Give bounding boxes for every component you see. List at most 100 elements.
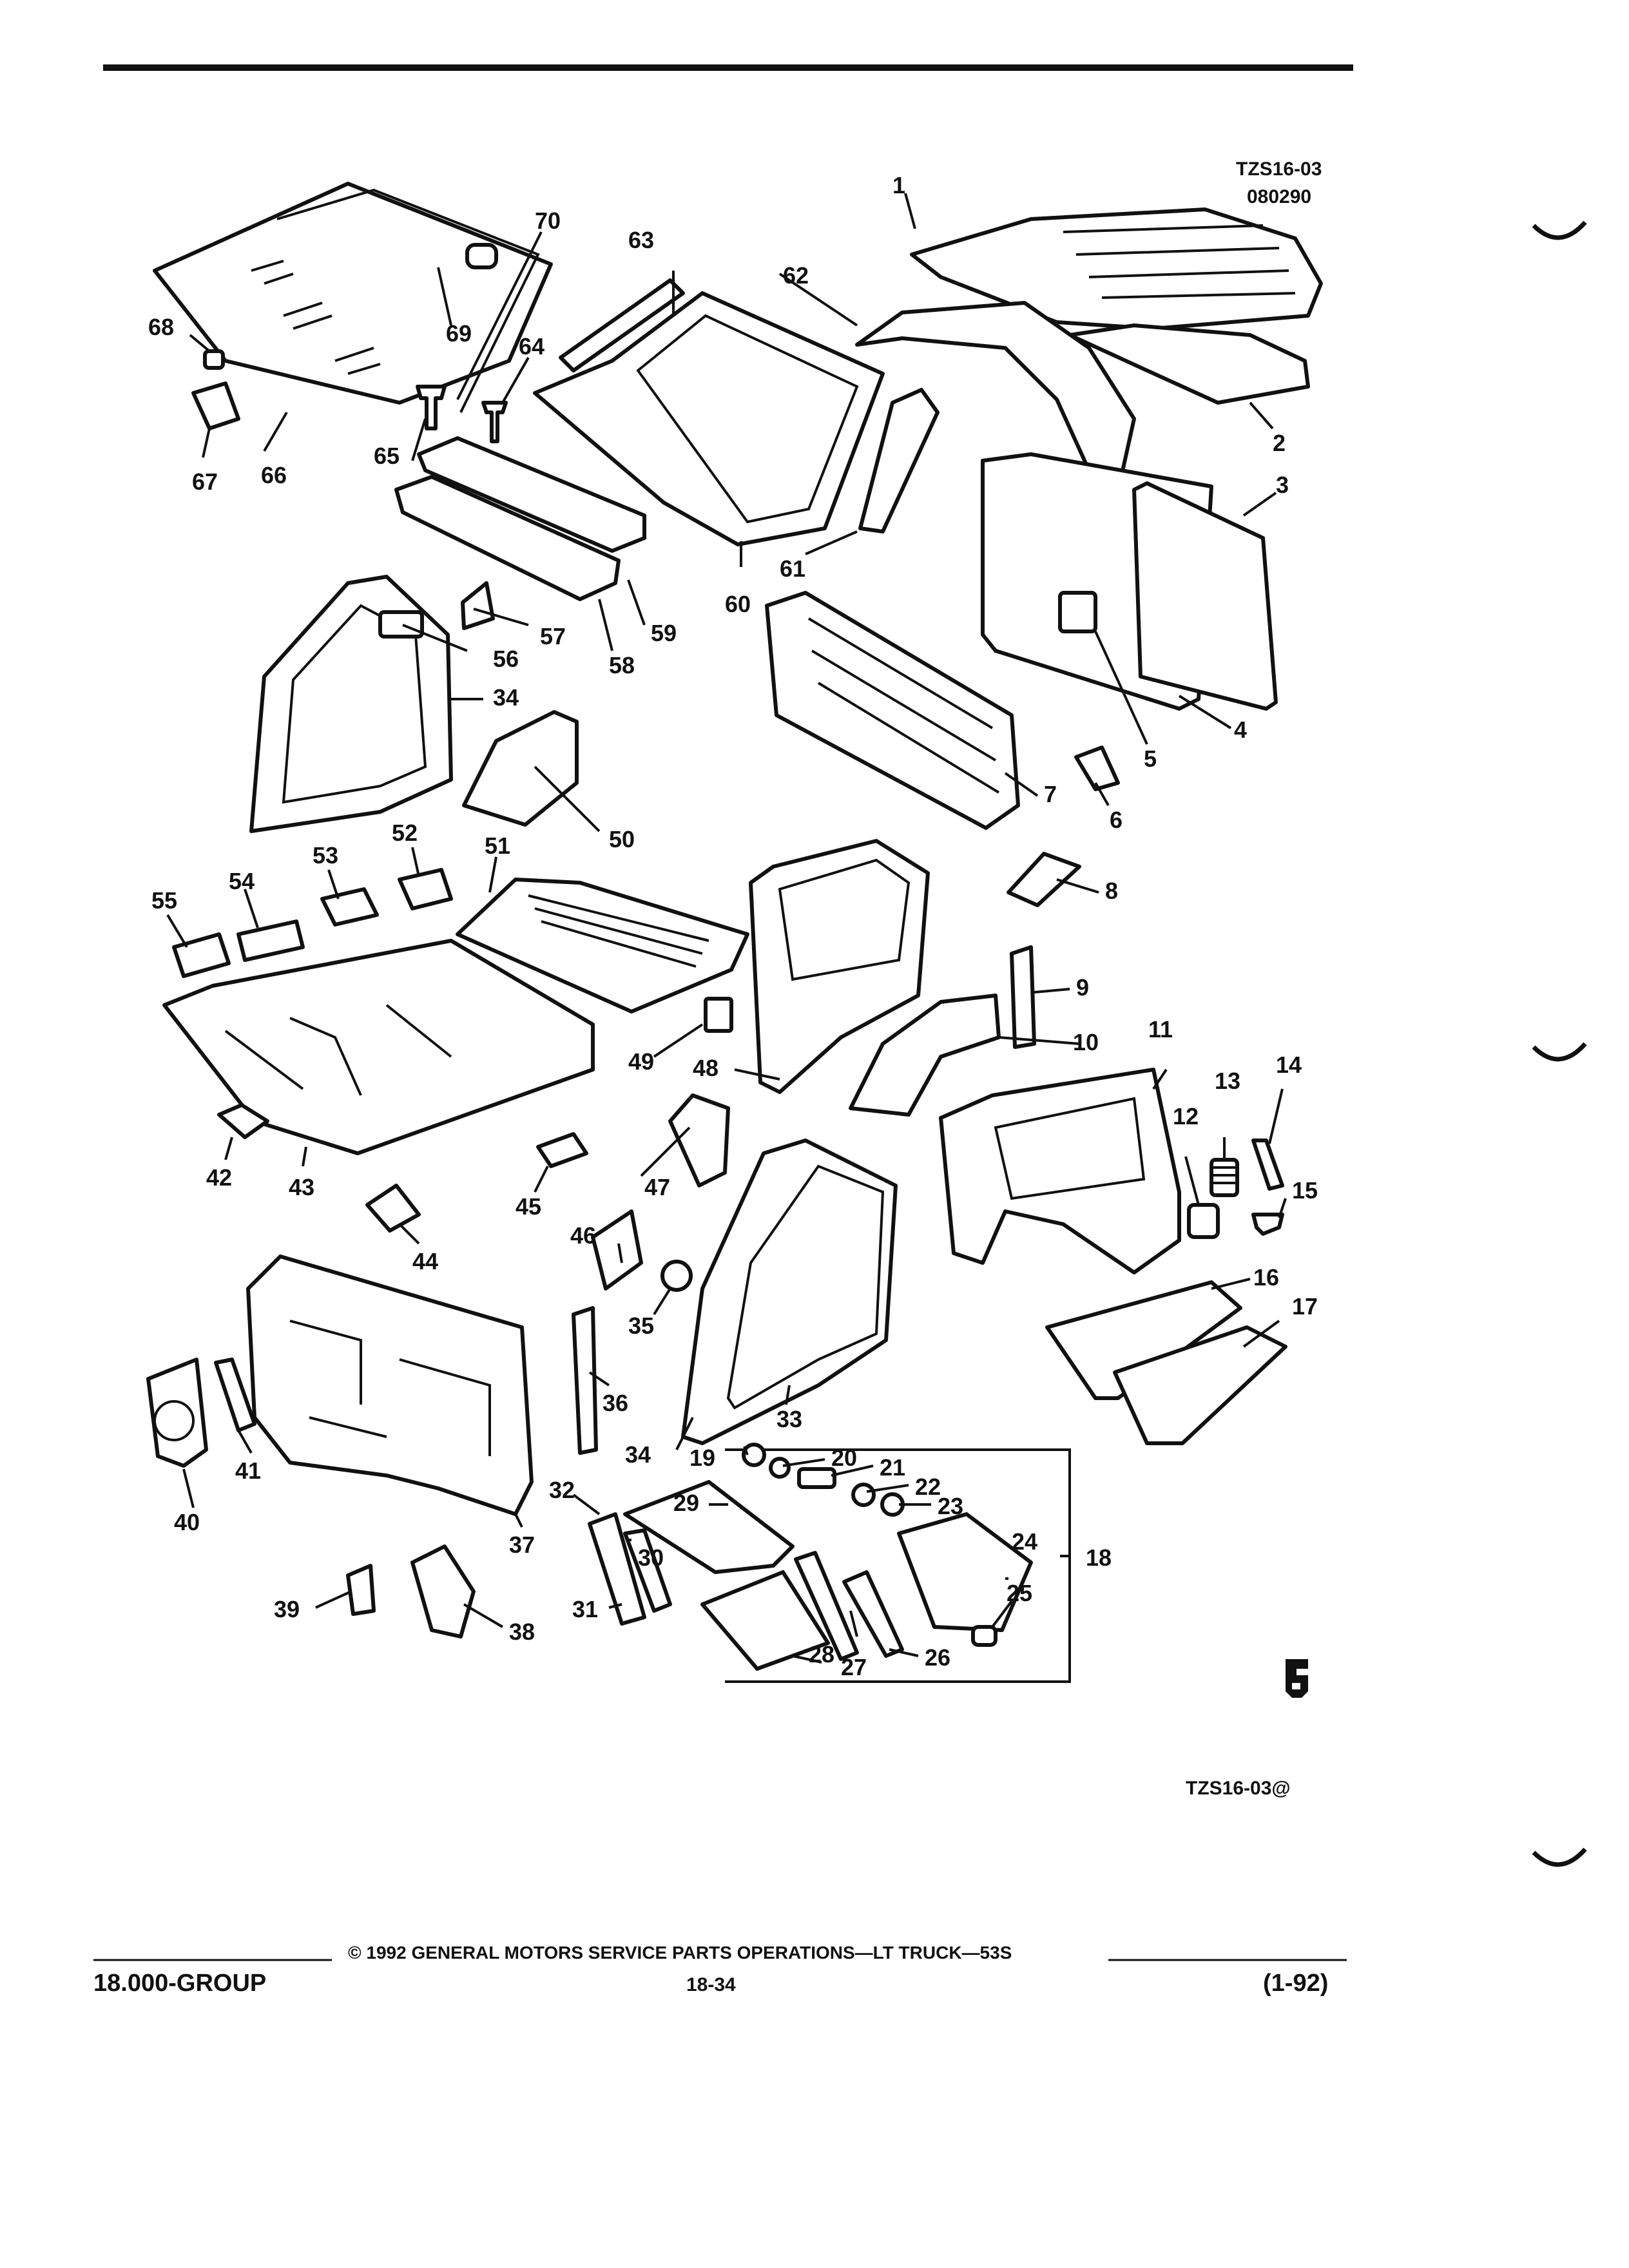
- callout-22: 22: [915, 1474, 941, 1500]
- cowl-panel-lower: [394, 475, 621, 601]
- rear-body-panel: [765, 591, 1020, 830]
- callout-31: 31: [572, 1596, 598, 1622]
- callout-9: 9: [1076, 974, 1089, 1001]
- window-glass-28: [700, 1570, 830, 1671]
- callout-68: 68: [148, 314, 174, 340]
- callout-27: 27: [841, 1654, 867, 1680]
- quarter-panel-inner: [749, 839, 930, 1094]
- floor-ribs: [528, 894, 709, 968]
- strap-14: [1251, 1139, 1284, 1191]
- seal-26: [842, 1570, 904, 1658]
- bushing-19: [742, 1443, 766, 1467]
- windshield-glass: [153, 182, 553, 405]
- callout-48: 48: [693, 1055, 718, 1081]
- callout-52: 52: [392, 820, 418, 846]
- hinge-56: [378, 610, 424, 639]
- spring-13: [1210, 1158, 1239, 1197]
- callout-34-rear: 34: [625, 1441, 651, 1468]
- bracket-9: [1010, 945, 1036, 1049]
- liftgate-seal: [1132, 481, 1278, 711]
- callout-65: 65: [374, 443, 400, 469]
- callout-50: 50: [609, 826, 635, 852]
- roof-panel: [910, 207, 1323, 331]
- callout-6: 6: [1110, 807, 1123, 833]
- footer-revision: (1-92): [1263, 1970, 1328, 1997]
- callout-25: 25: [1007, 1580, 1032, 1606]
- washer-20: [769, 1457, 791, 1479]
- callout-37: 37: [509, 1532, 535, 1558]
- callout-10: 10: [1073, 1029, 1099, 1055]
- callout-44: 44: [412, 1248, 438, 1274]
- callout-62: 62: [783, 262, 809, 289]
- window-glass-24: [897, 1512, 1033, 1632]
- bracket-45: [536, 1132, 588, 1168]
- window-glass-17: [1113, 1325, 1287, 1445]
- spring-21: [797, 1467, 836, 1489]
- callout-46: 46: [570, 1222, 596, 1249]
- figure-code: TZS16-03@: [1186, 1778, 1291, 1799]
- bracket-44: [365, 1184, 421, 1233]
- callout-43: 43: [289, 1174, 314, 1200]
- callout-36: 36: [602, 1390, 628, 1416]
- callout-18: 18: [1086, 1544, 1112, 1571]
- screw-64: [481, 401, 508, 443]
- seal-30: [623, 1528, 672, 1613]
- footer-page: 18-34: [686, 1974, 736, 1995]
- quarter-panel-outer: [939, 1068, 1181, 1274]
- roof-rail: [1068, 323, 1310, 405]
- callout-19: 19: [689, 1445, 715, 1471]
- body-side-rear: [681, 1139, 898, 1445]
- callout-14: 14: [1276, 1052, 1302, 1078]
- callout-33: 33: [776, 1406, 802, 1432]
- callout-45: 45: [516, 1193, 541, 1220]
- bracket-47: [668, 1093, 730, 1187]
- callout-26: 26: [925, 1644, 950, 1671]
- mount-40-ring: [153, 1400, 195, 1441]
- bracket-46: [591, 1209, 643, 1291]
- callout-12: 12: [1173, 1103, 1199, 1129]
- clip-68: [203, 349, 225, 370]
- door-seal: [726, 1164, 885, 1410]
- footer-copyright: © 1992 GENERAL MOTORS SERVICE PARTS OPER…: [348, 1943, 1012, 1963]
- windshield-seal: [276, 188, 540, 413]
- callout-39: 39: [274, 1596, 300, 1622]
- callout-42: 42: [206, 1164, 232, 1191]
- bracket-54: [236, 919, 305, 962]
- footer-group: 18.000-GROUP: [93, 1970, 266, 1997]
- rear-panel-detail: [807, 617, 1000, 794]
- callout-21: 21: [880, 1454, 905, 1481]
- leader-lines: [166, 193, 1287, 1664]
- callout-53: 53: [313, 842, 338, 869]
- callout-1: 1: [892, 172, 905, 198]
- callout-23: 23: [938, 1493, 963, 1519]
- wheelhouse-rear: [849, 994, 1001, 1117]
- publisher-logo: [1286, 1659, 1308, 1698]
- floor-panel-front: [162, 939, 595, 1155]
- callout-34-front: 34: [493, 684, 519, 711]
- bracket-39: [346, 1564, 376, 1616]
- cowl-panel-upper: [417, 436, 646, 553]
- callout-57: 57: [540, 623, 566, 649]
- header-date: 080290: [1247, 186, 1311, 207]
- plug-25: [971, 1625, 998, 1647]
- callout-38: 38: [509, 1619, 535, 1645]
- group-18-bracket: [725, 1448, 1071, 1683]
- callout-3: 3: [1276, 472, 1289, 498]
- bracket-52: [398, 868, 453, 910]
- callout-51: 51: [485, 832, 510, 859]
- fuel-door: [1187, 1203, 1220, 1239]
- callout-49: 49: [628, 1048, 654, 1075]
- bracket-67: [191, 381, 240, 430]
- callout-29: 29: [673, 1490, 699, 1516]
- bracket-42: [217, 1103, 269, 1139]
- callout-59: 59: [651, 620, 677, 646]
- callout-5: 5: [1144, 745, 1157, 772]
- lock-striker: [1058, 591, 1097, 633]
- bracket-49: [704, 997, 733, 1033]
- plug-35: [660, 1260, 693, 1292]
- bracket-38: [410, 1544, 476, 1639]
- callout-41: 41: [235, 1457, 261, 1484]
- callout-67: 67: [192, 468, 218, 495]
- callout-11: 11: [1148, 1016, 1173, 1043]
